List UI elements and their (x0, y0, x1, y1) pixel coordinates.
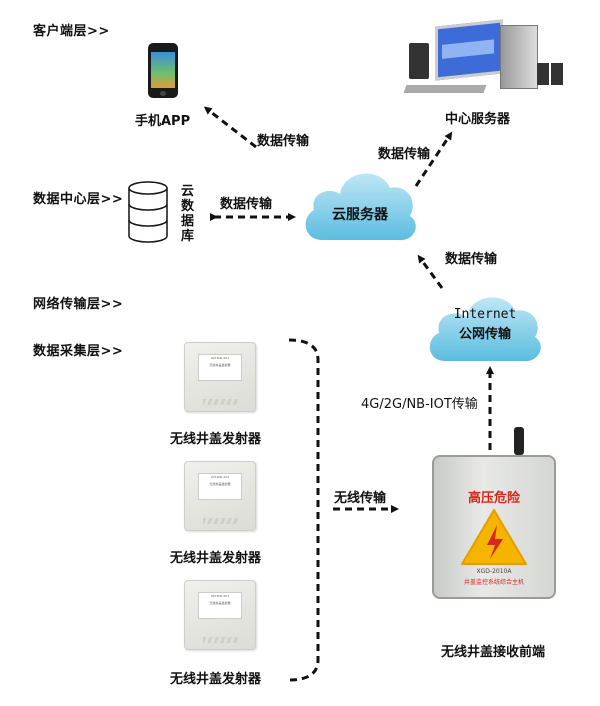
label-link-db-cloud: 数据传输 (220, 197, 273, 212)
database-icon (128, 181, 168, 243)
label-public-network: 公网传输 (458, 327, 511, 342)
arrow-cloud-to-app (203, 106, 257, 149)
transmitter-sticker: XCTWD-3X1 无线井盖发射器 (198, 354, 242, 381)
sticker-model: XCTWD-3X1 (211, 356, 229, 360)
label-transmitter-2: 无线井盖发射器 (170, 551, 262, 566)
vents (203, 399, 239, 405)
label-link-wireless: 无线传输 (334, 491, 387, 506)
label-transmitter-3: 无线井盖发射器 (170, 672, 262, 687)
label-central-server: 中心服务器 (445, 112, 511, 127)
internet-cloud-icon (429, 297, 541, 362)
transmitter-device: XCTWD-3X1 无线井盖发射器 (184, 342, 256, 412)
phone-icon (148, 43, 178, 98)
transmitter-device: XCTWD-3X1 无线井盖发射器 (184, 461, 256, 531)
vents (203, 518, 239, 524)
device-model: XGD-2010A (476, 568, 512, 575)
device-name: 井盖监控系统综合主机 (463, 579, 524, 586)
sticker-name: 无线井盖发射器 (209, 601, 231, 605)
label-link-internet-cloud: 数据传输 (445, 252, 498, 267)
bracket-transmitters (288, 338, 320, 682)
computer-icon (403, 15, 565, 95)
label-mobile-app: 手机APP (135, 114, 191, 129)
cloud-server-icon (305, 173, 416, 241)
db-char: 库 (181, 229, 195, 244)
label-cloud-database: 云 数 据 库 (181, 184, 194, 244)
transmitter-sticker: XCTWD-3X1 无线井盖发射器 (198, 592, 242, 619)
label-link-receiver-internet: 4G/2G/NB-IOT传输 (361, 397, 478, 412)
layer-label-collection: 数据采集层>> (33, 344, 124, 359)
db-char: 据 (181, 214, 195, 229)
sticker-name: 无线井盖发射器 (209, 482, 231, 486)
sticker-name: 无线井盖发射器 (209, 363, 231, 367)
label-internet: Internet (453, 307, 517, 322)
layer-label-network: 网络传输层>> (33, 297, 124, 312)
layer-label-client: 客户端层>> (33, 24, 110, 39)
transmitter-sticker: XCTWD-3X1 无线井盖发射器 (198, 473, 242, 500)
label-receiver: 无线井盖接收前端 (441, 645, 546, 660)
db-char: 云 (181, 184, 195, 199)
warning-text: 高压危险 (467, 491, 520, 506)
receiver-device: 高压危险 XGD-2010A 井盖监控系统综合主机 (432, 455, 556, 599)
arrow-cloud-to-server (414, 131, 453, 187)
arrow-internet-to-cloud (417, 254, 444, 289)
layer-label-datacenter: 数据中心层>> (33, 192, 124, 207)
label-transmitter-1: 无线井盖发射器 (170, 432, 262, 447)
vents (203, 637, 239, 643)
label-link-cloud-server: 数据传输 (378, 147, 431, 162)
antenna-icon (514, 427, 524, 455)
high-voltage-icon (461, 509, 527, 565)
sticker-model: XCTWD-3X1 (211, 594, 229, 598)
label-link-cloud-app: 数据传输 (257, 134, 310, 149)
transmitter-device: XCTWD-3X1 无线井盖发射器 (184, 580, 256, 650)
label-cloud-server: 云服务器 (332, 207, 388, 223)
db-char: 数 (181, 199, 195, 214)
sticker-model: XCTWD-3X1 (211, 475, 229, 479)
